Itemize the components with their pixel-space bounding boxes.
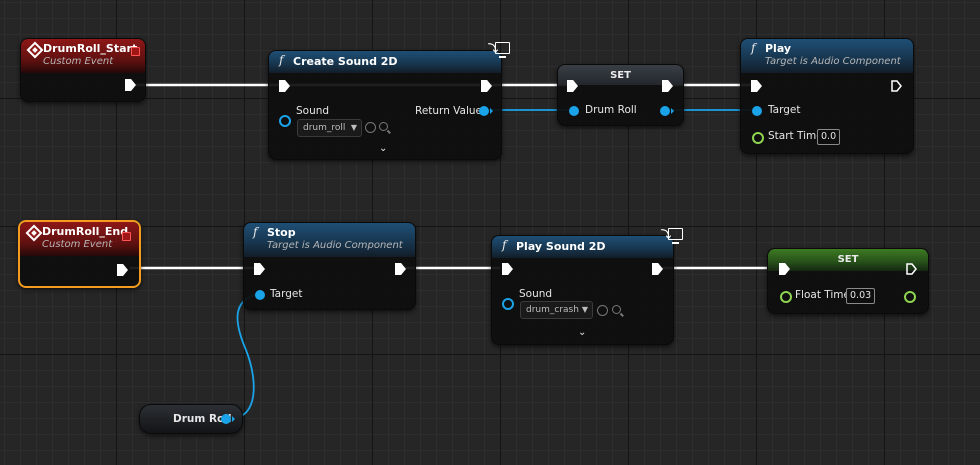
node-header xyxy=(741,39,913,73)
exec-input-pin[interactable] xyxy=(279,80,290,92)
magnifier-icon[interactable] xyxy=(612,305,621,314)
node-subtitle: Custom Event xyxy=(43,56,114,67)
lightning-icon: ⤵ xyxy=(488,44,498,55)
exec-output-pin[interactable] xyxy=(906,263,917,275)
set-node-float-time[interactable]: SET Float Time 0.03 xyxy=(767,248,929,314)
variable-label: Drum Roll xyxy=(585,104,637,116)
node-header xyxy=(558,65,683,85)
node-header xyxy=(244,223,415,257)
event-node-drumroll-end[interactable]: DrumRoll_End Custom Event xyxy=(18,220,141,288)
arrow-left-circle-icon[interactable] xyxy=(365,122,376,133)
float-time-label: Float Time xyxy=(795,289,850,301)
sound-asset-dropdown[interactable]: drum_roll ▼ xyxy=(297,119,362,137)
function-node-stop[interactable]: f Stop Target is Audio Component Target xyxy=(243,222,416,310)
node-header xyxy=(269,51,501,73)
exec-output-pin[interactable] xyxy=(125,79,136,91)
exec-output-pin[interactable] xyxy=(481,80,492,92)
pin-arrow xyxy=(671,108,674,114)
node-subtitle: Target is Audio Component xyxy=(765,56,901,67)
delegate-pin[interactable] xyxy=(122,232,131,241)
drum-roll-output-pin[interactable] xyxy=(221,414,231,424)
node-subtitle: Custom Event xyxy=(42,239,113,250)
monitor-icon xyxy=(495,42,510,58)
drum-roll-output-pin[interactable] xyxy=(660,106,670,116)
monitor-icon xyxy=(668,228,683,244)
chevron-down-icon: ▼ xyxy=(350,123,357,132)
exec-hollow-icon xyxy=(891,80,902,92)
arrow-left-circle-icon[interactable] xyxy=(597,305,608,316)
float-time-output-pin[interactable] xyxy=(904,291,916,303)
node-title: Stop xyxy=(267,226,296,239)
function-f-icon: f xyxy=(279,53,284,67)
float-time-input-pin[interactable] xyxy=(780,291,792,303)
sound-asset-value: drum_roll xyxy=(303,123,346,133)
chevron-down-icon: ▼ xyxy=(581,305,588,314)
function-node-play-sound-2d[interactable]: f Play Sound 2D Sound drum_crash ▼ ⌄ xyxy=(491,235,674,345)
exec-input-pin[interactable] xyxy=(779,263,790,275)
node-header xyxy=(21,39,145,73)
node-header xyxy=(20,222,139,256)
variable-label: Drum Roll xyxy=(173,413,232,425)
node-title: SET xyxy=(610,70,631,81)
node-title: Play Sound 2D xyxy=(516,240,606,253)
exec-input-pin[interactable] xyxy=(254,263,265,275)
target-input-pin[interactable] xyxy=(752,106,762,116)
node-title: Create Sound 2D xyxy=(293,55,398,68)
node-title: DrumRoll_Start xyxy=(43,42,138,55)
target-label: Target xyxy=(270,288,303,300)
expand-chevron-icon[interactable]: ⌄ xyxy=(379,143,388,154)
start-time-input-pin[interactable] xyxy=(752,132,764,144)
node-title: Play xyxy=(765,42,792,55)
exec-input-pin[interactable] xyxy=(567,80,578,92)
sound-asset-value: drum_crash xyxy=(526,305,579,315)
pin-arrow xyxy=(232,416,235,422)
delegate-pin[interactable] xyxy=(131,47,140,56)
set-node-drum-roll[interactable]: SET Drum Roll xyxy=(557,64,684,126)
exec-input-pin[interactable] xyxy=(502,263,513,275)
sound-asset-dropdown[interactable]: drum_crash ▼ xyxy=(520,301,593,319)
variable-getter-drum-roll[interactable]: Drum Roll xyxy=(139,404,243,434)
function-f-icon: f xyxy=(502,238,507,252)
return-value-pin[interactable] xyxy=(479,106,489,116)
sound-input-pin[interactable] xyxy=(502,298,514,310)
exec-output-pin[interactable] xyxy=(395,263,406,275)
node-header xyxy=(492,236,673,258)
event-node-drumroll-start[interactable]: DrumRoll_Start Custom Event xyxy=(20,38,146,102)
exec-output-pin[interactable] xyxy=(652,263,663,275)
object-wire xyxy=(231,293,259,419)
exec-output-pin[interactable] xyxy=(662,80,673,92)
sound-pin-label: Sound xyxy=(519,288,553,300)
exec-hollow-icon xyxy=(906,263,917,275)
target-label: Target xyxy=(768,104,801,116)
drum-roll-input-pin[interactable] xyxy=(569,106,579,116)
float-time-input[interactable]: 0.03 xyxy=(846,288,876,304)
node-subtitle: Target is Audio Component xyxy=(267,240,403,251)
sound-pin-label: Sound xyxy=(296,105,330,117)
node-title: SET xyxy=(837,254,859,265)
function-node-create-sound-2d[interactable]: f Create Sound 2D Sound drum_roll ▼ Retu… xyxy=(268,50,502,160)
expand-chevron-icon[interactable]: ⌄ xyxy=(578,327,587,338)
target-input-pin[interactable] xyxy=(255,290,265,300)
function-f-icon: f xyxy=(751,41,756,55)
exec-input-pin[interactable] xyxy=(751,80,762,92)
return-value-label: Return Value xyxy=(415,105,483,117)
exec-output-pin[interactable] xyxy=(891,80,902,92)
function-node-play[interactable]: f Play Target is Audio Component Target … xyxy=(740,38,914,154)
function-f-icon: f xyxy=(253,225,258,239)
exec-output-pin[interactable] xyxy=(117,264,128,276)
lightning-icon: ⤵ xyxy=(661,230,671,241)
magnifier-icon[interactable] xyxy=(379,122,388,131)
pin-arrow xyxy=(490,108,493,114)
start-time-input[interactable]: 0.0 xyxy=(817,129,841,145)
node-title: DrumRoll_End xyxy=(42,225,129,238)
sound-input-pin[interactable] xyxy=(279,115,291,127)
node-header xyxy=(768,249,928,271)
start-time-label: Start Time xyxy=(768,130,823,142)
